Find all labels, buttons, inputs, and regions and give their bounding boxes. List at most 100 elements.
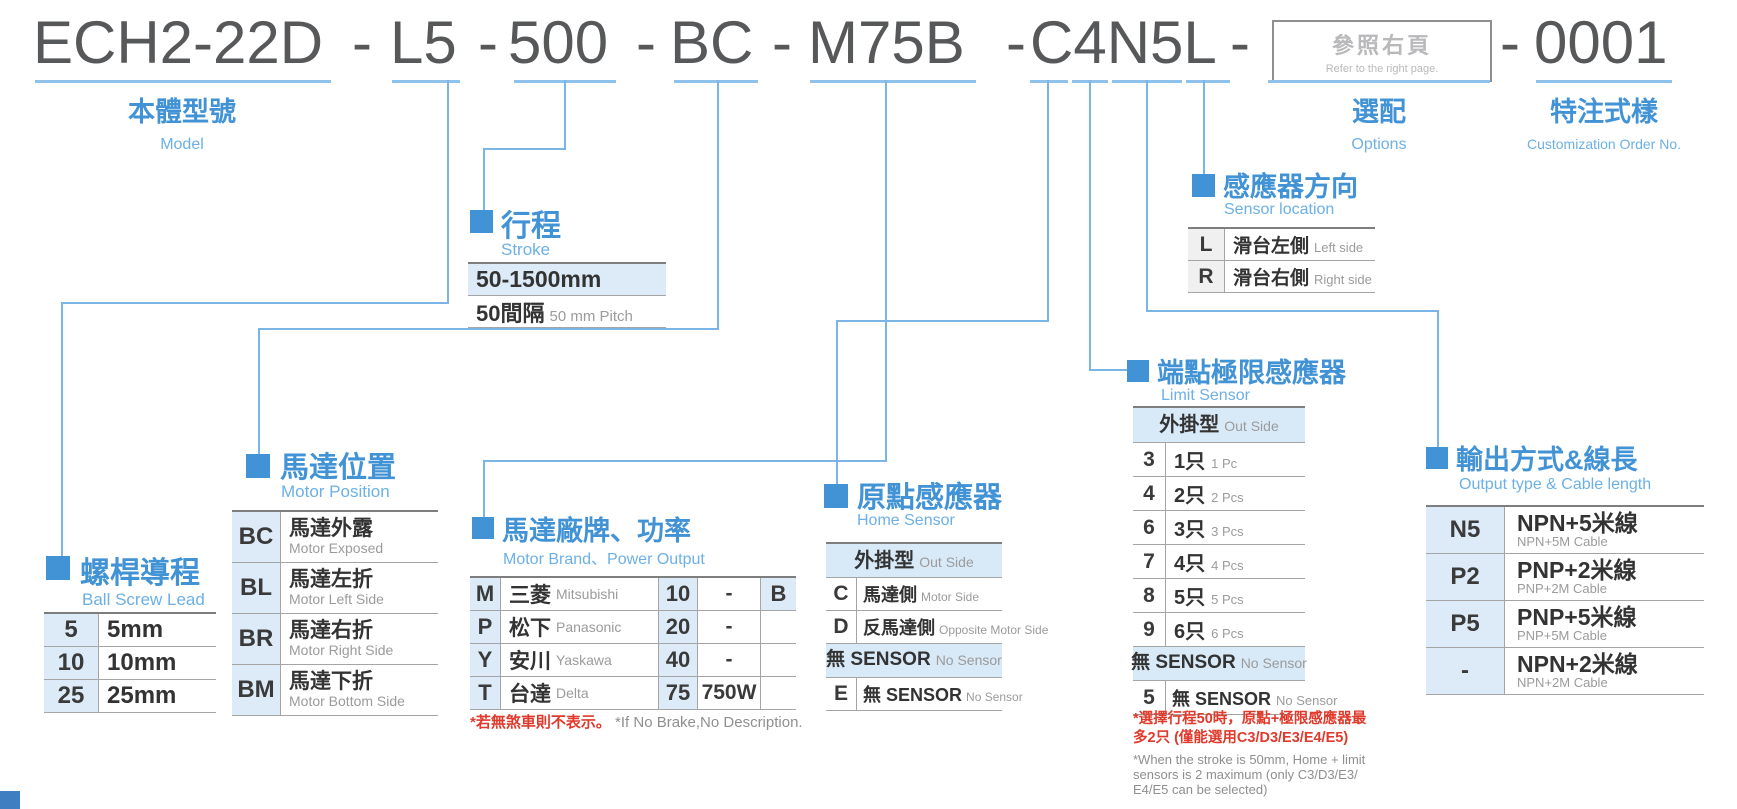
- motor-brand-table: M 三菱 Mitsubishi 10 - B P 松下 Panasonic 20…: [470, 576, 796, 710]
- table-row: N5 NPN+5米線 NPN+5M Cable: [1426, 507, 1704, 554]
- page-corner-decoration: [0, 791, 20, 809]
- table-row: 50-1500mm: [468, 264, 666, 296]
- motor-power: 20: [659, 611, 698, 643]
- footnote-gray-line: *When the stroke is 50mm, Home + limit: [1133, 752, 1366, 767]
- table-row: C 馬達側 Motor Side: [826, 578, 1002, 611]
- ball-screw-lead-subtitle: Ball Screw Lead: [82, 590, 205, 609]
- motor-watt: -: [698, 611, 761, 643]
- sensor-location-title: 感應器方向: [1223, 172, 1358, 202]
- output-type-en: PNP+5M Cable: [1517, 628, 1607, 644]
- connector-lead: [61, 302, 63, 558]
- table-header-row: 外掛型 Out Side: [826, 544, 1002, 578]
- table-row: 6 3只 3 Pcs: [1133, 511, 1305, 545]
- code-separator: -: [636, 9, 656, 76]
- lead-value: 25mm: [107, 682, 177, 709]
- model-label-cjk: 本體型號: [128, 97, 236, 127]
- motor-position-code: BC: [232, 512, 281, 562]
- table-row: 9 6只 6 Pcs: [1133, 613, 1305, 647]
- customization-label: 特注式樣 Customization Order No.: [1484, 90, 1724, 152]
- table-header-row: 無 SENSOR No Sensor: [1131, 647, 1307, 681]
- motor-brand-footnote: *若無煞車則不表示。 *If No Brake,No Description.: [470, 711, 803, 732]
- output-type-table: N5 NPN+5米線 NPN+5M Cable P2 PNP+2米線 PNP+2…: [1426, 505, 1704, 695]
- motor-position-cjk: 馬達左折: [289, 568, 373, 592]
- lead-value: 5mm: [107, 616, 164, 643]
- connector-lead: [61, 302, 449, 304]
- output-type-cjk: NPN+2米線: [1517, 650, 1638, 677]
- refer-box-cjk: 參照右頁: [1331, 32, 1432, 58]
- motor-position-en: Motor Left Side: [289, 590, 384, 607]
- motor-watt: -: [698, 578, 761, 610]
- limit-sensor-subtitle: Limit Sensor: [1161, 387, 1250, 404]
- limit-sensor-en: 3 Pcs: [1211, 524, 1244, 539]
- sensor-location-code: L: [1188, 229, 1225, 260]
- stroke-pitch-en: 50 mm Pitch: [549, 307, 633, 325]
- stroke-range: 50-1500mm: [476, 266, 602, 292]
- header-cjk: 外掛型: [1159, 414, 1220, 436]
- header-cjk: 無 SENSOR: [1131, 652, 1236, 673]
- limit-sensor-en: 5 Pcs: [1211, 592, 1244, 607]
- motor-brake: [761, 644, 796, 676]
- limit-sensor-code: 3: [1133, 443, 1166, 476]
- underline-serial: [1536, 80, 1672, 83]
- section-marker-square: [472, 517, 494, 539]
- table-row: BR 馬達右折 Motor Right Side: [232, 614, 438, 665]
- motor-brand-cjk: 三菱: [509, 584, 551, 607]
- code-separator: -: [1230, 9, 1250, 76]
- motor-position-code: BR: [232, 614, 281, 664]
- code-sensor: C4N5L: [1030, 9, 1217, 76]
- options-label-en: Options: [1351, 136, 1407, 153]
- output-type-cjk: PNP+5米線: [1517, 603, 1637, 630]
- table-row: M 三菱 Mitsubishi 10 - B: [470, 578, 796, 611]
- code-separator: -: [1500, 9, 1520, 76]
- section-marker-square: [1127, 360, 1149, 382]
- output-type-code: P5: [1426, 601, 1505, 647]
- motor-position-cjk: 馬達下折: [289, 670, 373, 694]
- sensor-location-en: Left side: [1314, 240, 1364, 255]
- motor-watt: 750W: [698, 677, 761, 709]
- home-sensor-en: No Sensor: [966, 690, 1023, 704]
- limit-sensor-cjk: 3只: [1174, 519, 1206, 541]
- lead-value: 10mm: [107, 649, 177, 676]
- connector-motor-brand: [483, 460, 485, 518]
- motor-brand-code: P: [470, 611, 501, 643]
- underline-lead: [392, 80, 460, 83]
- connector-motor-position: [258, 328, 719, 330]
- connector-limit-sensor: [1089, 80, 1091, 371]
- customization-label-en: Customization Order No.: [1526, 136, 1682, 152]
- motor-position-code: BL: [232, 563, 281, 613]
- sensor-location-table: L 滑台左側 Left side R 滑台右側 Right side: [1188, 227, 1375, 293]
- connector-lead: [447, 80, 449, 304]
- underline-sensor-c: [1030, 80, 1068, 83]
- footnote-red-line: *選擇行程50時，原點+極限感應器最: [1133, 711, 1367, 727]
- home-sensor-subtitle: Home Sensor: [857, 512, 955, 529]
- sensor-location-subtitle: Sensor location: [1224, 201, 1335, 218]
- table-row: 7 4只 4 Pcs: [1133, 545, 1305, 579]
- motor-power: 40: [659, 644, 698, 676]
- section-marker-square: [1426, 447, 1448, 469]
- section-marker-square: [470, 210, 493, 233]
- lead-code: 25: [44, 680, 99, 712]
- code-separator: -: [478, 9, 498, 76]
- limit-sensor-code: 9: [1133, 613, 1166, 646]
- motor-brake: B: [761, 578, 796, 610]
- connector-output-type: [1146, 310, 1439, 312]
- motor-power: 75: [659, 677, 698, 709]
- connector-stroke: [483, 148, 566, 150]
- motor-position-cjk: 馬達右折: [289, 619, 373, 643]
- connector-output-type: [1146, 80, 1148, 312]
- motor-position-title: 馬達位置: [280, 452, 397, 484]
- table-row: P 松下 Panasonic 20 -: [470, 611, 796, 644]
- motor-position-en: Motor Exposed: [289, 539, 384, 556]
- output-type-code: P2: [1426, 554, 1505, 600]
- ball-screw-lead-table: 5 5mm 10 10mm 25 25mm: [44, 612, 216, 713]
- connector-home-sensor: [1047, 80, 1049, 322]
- sensor-location-en: Right side: [1314, 272, 1372, 287]
- motor-brand-en: Yaskawa: [556, 652, 612, 668]
- motor-brand-title: 馬達廠牌、功率: [502, 516, 691, 546]
- table-row: 10 10mm: [44, 647, 216, 680]
- lead-code: 5: [44, 614, 99, 646]
- motor-watt: -: [698, 644, 761, 676]
- code-serial: 0001: [1534, 9, 1668, 76]
- table-header-row: 外掛型 Out Side: [1133, 408, 1305, 443]
